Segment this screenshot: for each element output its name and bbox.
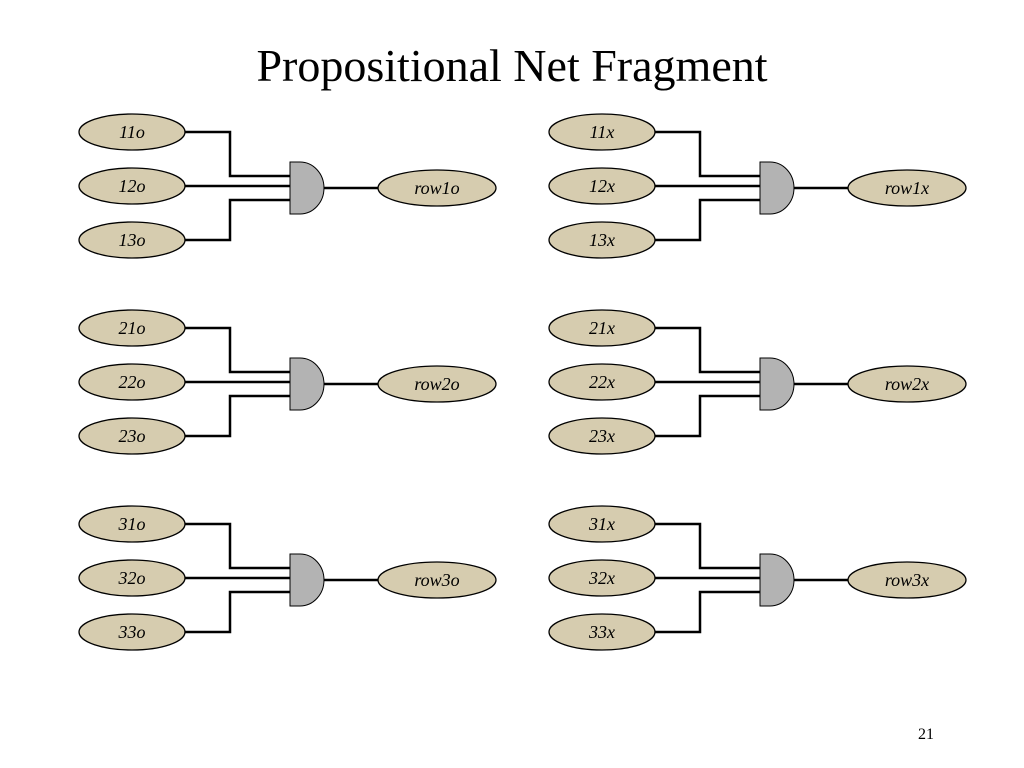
input-node-21x [548, 309, 656, 347]
input-label-11x: 11x [590, 122, 615, 142]
wire-11x [655, 130, 760, 178]
input-node-12o [78, 167, 186, 205]
and-gate-row3x [759, 553, 795, 607]
wire-23x [655, 394, 760, 438]
input-label-33o: 33o [118, 622, 146, 642]
wire-23o [185, 394, 290, 438]
input-node-23o [78, 417, 186, 455]
output-node-row3x [847, 561, 967, 599]
and-gate-group-row2x: 21x 22x 23x row2x [548, 309, 967, 455]
input-label-21x: 21x [589, 318, 615, 338]
input-node-11x [548, 113, 656, 151]
input-node-21o [78, 309, 186, 347]
input-node-12x [548, 167, 656, 205]
input-node-31x [548, 505, 656, 543]
and-gate-row3o [289, 553, 325, 607]
input-node-13o [78, 221, 186, 259]
input-node-11o [78, 113, 186, 151]
and-gate-row1x [759, 161, 795, 215]
input-label-21o: 21o [119, 318, 146, 338]
wire-13o [185, 198, 290, 242]
input-label-33x: 33x [588, 622, 615, 642]
wire-11o [185, 130, 290, 178]
wire-33x [655, 590, 760, 634]
input-node-31o [78, 505, 186, 543]
output-node-row2o [377, 365, 497, 403]
input-label-31o: 31o [118, 514, 146, 534]
and-gate-group-row2o: 21o 22o 23o row2o [78, 309, 497, 455]
slide-number: 21 [918, 726, 934, 743]
wire-21x [655, 326, 760, 374]
slide-title: Propositional Net Fragment [256, 40, 768, 91]
input-node-13x [548, 221, 656, 259]
output-node-row1o [377, 169, 497, 207]
output-node-row1x [847, 169, 967, 207]
input-node-23x [548, 417, 656, 455]
wire-13x [655, 198, 760, 242]
input-label-31x: 31x [588, 514, 615, 534]
output-node-row3o [377, 561, 497, 599]
input-label-23o: 23o [119, 426, 146, 446]
wire-33o [185, 590, 290, 634]
and-gate-row1o [289, 161, 325, 215]
and-gate-group-row1x: 11x 12x 13x row1x [548, 113, 967, 259]
and-gate-row2o [289, 357, 325, 411]
output-label-row2x: row2x [885, 374, 929, 394]
and-gate-group-row3o: 31o 32o 33o row3o [78, 505, 497, 651]
wire-21o [185, 326, 290, 374]
input-node-32x [548, 559, 656, 597]
wire-31o [185, 522, 290, 570]
input-label-12x: 12x [589, 176, 615, 196]
output-label-row1o: row1o [414, 178, 459, 198]
and-gate-group-row3x: 31x 32x 33x row3x [548, 505, 967, 651]
output-label-row2o: row2o [414, 374, 459, 394]
input-label-22x: 22x [589, 372, 615, 392]
input-node-22x [548, 363, 656, 401]
wire-31x [655, 522, 760, 570]
and-gate-group-row1o: 11o 12o 13o row1o [78, 113, 497, 259]
input-node-33o [78, 613, 186, 651]
input-node-22o [78, 363, 186, 401]
input-node-33x [548, 613, 656, 651]
output-label-row3o: row3o [414, 570, 459, 590]
input-label-32x: 32x [588, 568, 615, 588]
and-gate-row2x [759, 357, 795, 411]
input-node-32o [78, 559, 186, 597]
input-label-23x: 23x [589, 426, 615, 446]
input-label-22o: 22o [119, 372, 146, 392]
output-label-row3x: row3x [885, 570, 929, 590]
input-label-13o: 13o [119, 230, 146, 250]
input-label-13x: 13x [589, 230, 615, 250]
input-label-11o: 11o [119, 122, 145, 142]
output-node-row2x [847, 365, 967, 403]
input-label-32o: 32o [118, 568, 146, 588]
input-label-12o: 12o [119, 176, 146, 196]
output-label-row1x: row1x [885, 178, 929, 198]
